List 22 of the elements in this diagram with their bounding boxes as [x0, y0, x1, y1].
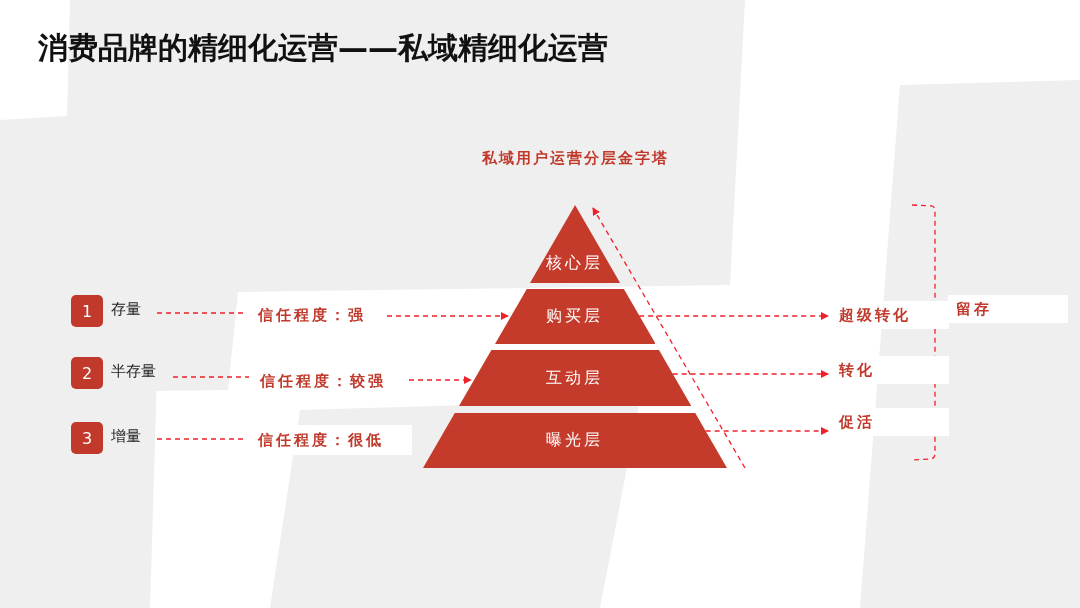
dashed-arrow — [638, 312, 829, 320]
dashed-arrow — [672, 370, 829, 378]
dashed-arrow — [408, 376, 472, 384]
layer-name: 曝光层 — [546, 430, 604, 451]
layer-name: 核心层 — [546, 253, 604, 274]
row-label: 存量 — [111, 300, 141, 319]
layer-name: 互动层 — [546, 367, 604, 389]
number-badge: 2 — [71, 357, 103, 389]
pyramid-layer — [494, 289, 656, 344]
number-badge: 1 — [71, 295, 103, 327]
pyramid-layer — [458, 350, 692, 406]
tag-label: 留存 — [948, 295, 1068, 323]
dashed-arrow — [705, 427, 829, 435]
dashed-arrow — [386, 312, 509, 320]
row-label: 增量 — [111, 427, 141, 446]
number-badge: 3 — [71, 422, 103, 454]
pyramid-layer — [529, 205, 621, 283]
slide-title: 消费品牌的精细化运营——私域精细化运营 — [38, 29, 608, 67]
pyramid-layer — [423, 413, 727, 468]
row-label: 半存量 — [111, 362, 156, 381]
pyramid-heading: 私域用户运营分层金字塔 — [480, 148, 670, 169]
layer-name: 购买层 — [546, 306, 604, 327]
